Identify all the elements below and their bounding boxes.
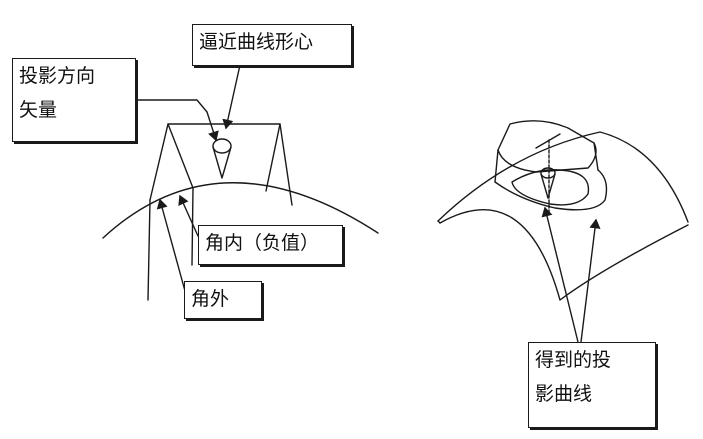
callout-outer-angle: 角外 — [184, 281, 262, 319]
callout-inner-angle-text: 角内（负值） — [205, 232, 320, 254]
projection-wall-outline — [149, 123, 293, 206]
centroid-ellipse-right — [540, 167, 556, 179]
right-figure — [437, 120, 689, 343]
surface-back-edge — [439, 209, 689, 301]
boss-top — [497, 120, 597, 173]
callout-projected-curve: 得到的投 影曲线 — [528, 342, 656, 428]
callout-projected-curve-line2: 影曲线 — [535, 383, 593, 405]
wall-diagonal-right — [265, 123, 281, 192]
leader-projection-vector — [137, 99, 219, 142]
leader-centroid — [222, 64, 241, 130]
callout-outer-angle-text: 角外 — [191, 288, 230, 310]
boss-side-right — [593, 142, 599, 171]
leader-curve-left — [541, 206, 579, 343]
centroid-ellipse — [212, 138, 232, 154]
surface-front-edge — [437, 131, 689, 223]
callout-inner-angle: 角内（负值） — [198, 225, 343, 265]
leader-curve-right — [580, 218, 601, 343]
callout-projection-vector-line2: 矢量 — [19, 99, 58, 121]
boss-side-left — [494, 149, 499, 183]
left-figure — [102, 64, 379, 301]
callout-approx-centroid: 逼近曲线形心 — [192, 24, 352, 66]
wall-inner-edge — [191, 187, 194, 266]
projected-curve-outer — [494, 169, 608, 211]
wall-diagonal-left — [167, 123, 194, 189]
surface-left-cut — [437, 220, 441, 224]
callout-projection-vector-line1: 投影方向 — [19, 65, 96, 87]
boss-top-divider — [535, 133, 561, 149]
wall-outer-edge — [147, 199, 151, 301]
callout-projected-curve-line1: 得到的投 — [535, 349, 612, 371]
centroid-cone — [212, 146, 232, 179]
leader-inner-angle — [178, 194, 199, 237]
callout-approx-centroid-text: 逼近曲线形心 — [199, 31, 314, 53]
callout-projection-vector: 投影方向 矢量 — [12, 58, 136, 142]
projected-curve-inner — [511, 169, 590, 206]
leader-outer-angle — [156, 198, 186, 292]
centroid-cone-right — [540, 173, 556, 199]
surface-arc — [102, 182, 379, 239]
